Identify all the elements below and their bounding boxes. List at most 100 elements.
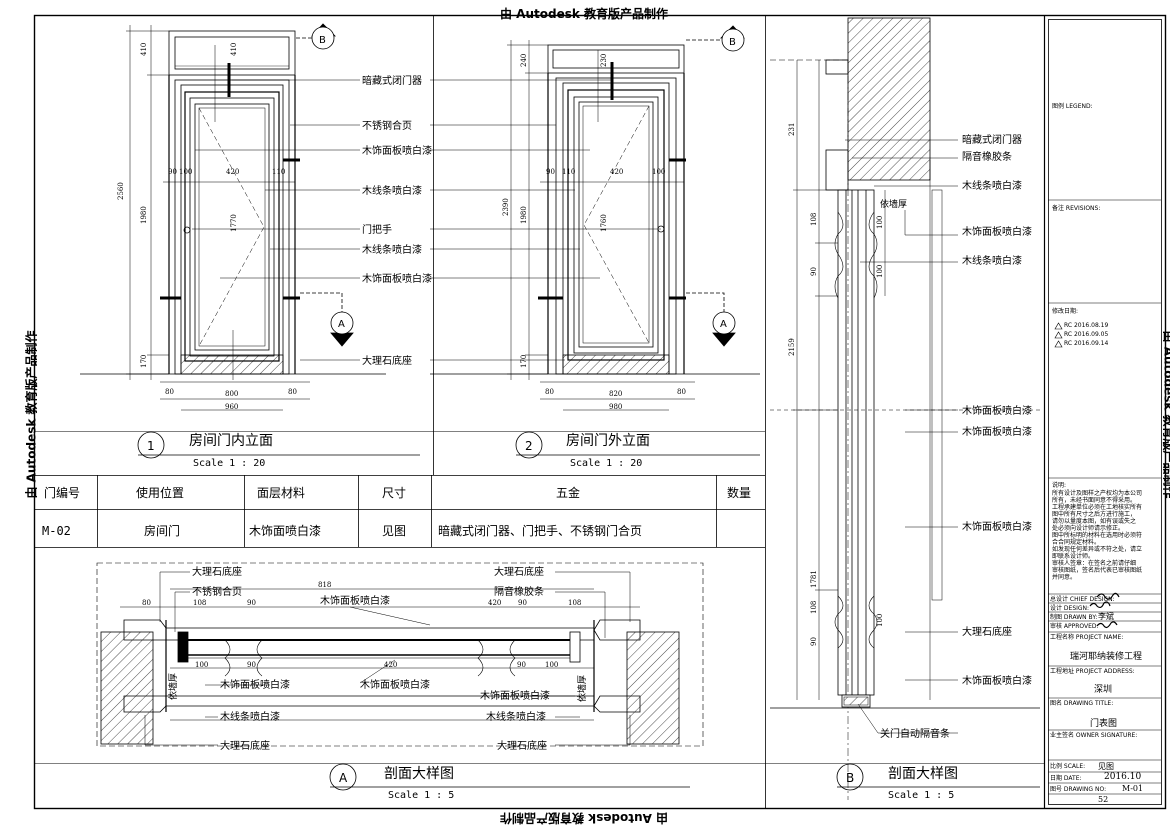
note-line-6: 处必须向设计师请示修正。 <box>1052 525 1125 532</box>
svg-text:B: B <box>319 35 326 46</box>
scale-value: 见图 <box>1098 762 1114 771</box>
dim-110: 110 <box>272 168 285 176</box>
sa-label-hinge: 不锈钢合页 <box>192 585 242 598</box>
design-signature <box>1089 601 1111 609</box>
dim-980: 980 <box>609 403 622 411</box>
view-title-1-text: 房间门内立面 <box>189 433 273 449</box>
chief-design-label: 总设计 CHIEF DESIGN: <box>1050 596 1115 603</box>
dim-2390: 2390 <box>502 198 510 216</box>
section-b-dim-text: 231 108 90 2159 1781 108 90 100 100 100 <box>788 123 884 646</box>
drawing-no-label: 图号 DRAWING NO: <box>1050 786 1107 793</box>
section-a-detail <box>96 562 704 747</box>
section-marker-b-elev1: B <box>296 23 336 50</box>
label-panel-white-2: 木饰面板喷白漆 <box>362 272 432 285</box>
sa-dim-108b: 108 <box>568 599 581 607</box>
sb-label-panel-2: 木饰面板喷白漆 <box>962 404 1032 417</box>
sb-dim-108a: 108 <box>810 213 818 226</box>
sheet-no: 52 <box>1098 795 1109 804</box>
sa-label-panel-top: 木饰面板喷白漆 <box>320 594 390 607</box>
dim-230: 230 <box>600 54 608 67</box>
sb-label-panel-1: 木饰面板喷白漆 <box>962 225 1032 238</box>
design-label: 设计 DESIGN: <box>1050 605 1090 612</box>
dim-820: 820 <box>609 390 622 398</box>
label-hinge: 不锈钢合页 <box>362 119 412 132</box>
section-a-leaders <box>144 571 631 746</box>
sb-dim-2159: 2159 <box>788 338 796 356</box>
door-schedule-text: 门编号 使用位置 面层材料 尺寸 五金 数量 M-02 房间门 木饰面喷白漆 见… <box>42 485 751 538</box>
dim-80-left-e2: 80 <box>545 388 554 396</box>
note-line-2: 所有，未经书面同意不得采用。 <box>1052 497 1137 504</box>
sb-dim-231: 231 <box>788 123 796 136</box>
schedule-cell-material: 木饰面喷白漆 <box>249 523 321 538</box>
label-marble-base: 大理石底座 <box>362 354 412 367</box>
elevation-1-dim-text: 2560 1980 410 410 170 1770 90 100 420 80… <box>117 43 297 411</box>
sa-label-marble-bl: 大理石底座 <box>220 739 270 752</box>
sb-dim-90a: 90 <box>810 267 818 276</box>
project-name: 瑞河耶纳装修工程 <box>1070 652 1143 662</box>
note-line-4: 图中所有尺寸之后方进行施工， <box>1052 511 1137 518</box>
sa-dim-90c: 90 <box>247 661 256 669</box>
sb-label-rubber: 隔音橡胶条 <box>962 150 1012 163</box>
section-b-detail <box>770 17 1040 800</box>
sa-label-panel-bl: 木饰面板喷白漆 <box>220 678 290 691</box>
dim-240: 240 <box>520 54 528 67</box>
elevation-1-leaders <box>192 79 360 361</box>
elevation-2-door <box>430 44 760 375</box>
view-scale-2: Scale 1 : 20 <box>570 458 642 469</box>
elevation-2-dimensions <box>507 40 695 411</box>
view-scale-a: Scale 1 : 5 <box>388 790 454 801</box>
sa-label-marble-top-right: 大理石底座 <box>494 565 544 578</box>
section-a-dim-text: 80 818 108 90 420 108 90 100 90 420 100 … <box>142 581 581 669</box>
label-panel-white-1: 木饰面板喷白漆 <box>362 144 432 157</box>
dim-960: 960 <box>225 403 238 411</box>
view-number-1: 1 <box>147 439 155 453</box>
sa-dim-818: 818 <box>318 581 331 589</box>
svg-text:A: A <box>338 319 345 330</box>
view-title-2: 2 房间门外立面 Scale 1 : 20 <box>515 431 760 469</box>
view-title-2-text: 房间门外立面 <box>566 433 650 449</box>
watermark-top: 由 Autodesk 教育版产品制作 <box>500 7 669 21</box>
sb-label-auto-seal: 关门自动隔音条 <box>880 727 950 740</box>
schedule-header-qty: 数量 <box>727 485 751 500</box>
dim-1980: 1980 <box>140 206 148 224</box>
section-marker-a-elev1: A <box>300 292 354 347</box>
elevation-1-door <box>80 30 386 375</box>
section-a-labels: 大理石底座 不锈钢合页 木饰面板喷白漆 大理石底座 隔音橡胶条 木饰面板喷白漆 … <box>167 565 588 752</box>
sa-label-trim-bl: 木线条喷白漆 <box>220 710 280 723</box>
dim-2560: 2560 <box>117 182 125 200</box>
project-name-label: 工程名称 PROJECT NAME: <box>1050 634 1124 641</box>
sb-dim-108b: 108 <box>810 601 818 614</box>
sheet-border <box>33 14 1167 810</box>
dim-800: 800 <box>225 390 238 398</box>
sa-dim-90a: 90 <box>247 599 256 607</box>
revision-triangles <box>1054 322 1063 348</box>
date-label: 日期 DATE: <box>1050 775 1082 782</box>
date-value: 2016.10 <box>1104 772 1142 782</box>
section-b-labels: 暗藏式闭门器 隔音橡胶条 木线条喷白漆 依墙厚 木饰面板喷白漆 木线条喷白漆 木… <box>880 133 1032 740</box>
sa-label-rubber: 隔音橡胶条 <box>494 585 544 598</box>
dim-100-e2: 100 <box>652 168 665 176</box>
watermark-right: 由 Autodesk 教育版产品制作 <box>1161 330 1170 499</box>
note-line-10: 即联系设计师。 <box>1052 553 1095 560</box>
note-line-9: 如发现任何差异或不符之处，请立 <box>1052 546 1143 553</box>
view-scale-1: Scale 1 : 20 <box>193 458 265 469</box>
elevation-2-leaders <box>430 79 661 361</box>
note-line-12: 审核图纸，签名后代表已审核图纸 <box>1052 567 1143 574</box>
door-schedule-grid <box>97 475 717 547</box>
note-line-11: 审核人签章：在签名之前请仔细 <box>1052 560 1137 567</box>
label-trim-white-2: 木线条喷白漆 <box>362 243 422 256</box>
view-title-b-text: 剖面大样图 <box>888 766 958 782</box>
project-address: 深圳 <box>1094 685 1113 695</box>
sb-dim-90b: 90 <box>810 637 818 646</box>
note-line-5: 请勿以量度本图，如有误或失之 <box>1052 518 1137 525</box>
sa-dim-90b: 90 <box>518 599 527 607</box>
sa-label-marble-top-left: 大理石底座 <box>192 565 242 578</box>
view-title-b: B 剖面大样图 Scale 1 : 5 <box>836 763 1040 801</box>
notes-label: 说明: <box>1052 482 1067 489</box>
sb-label-closer: 暗藏式闭门器 <box>962 133 1022 146</box>
view-scale-b: Scale 1 : 5 <box>888 790 954 801</box>
sa-dim-90d: 90 <box>517 661 526 669</box>
sb-label-panel-3: 木饰面板喷白漆 <box>962 425 1032 438</box>
label-handle: 门把手 <box>362 223 392 236</box>
dim-410-inner: 410 <box>230 43 238 56</box>
